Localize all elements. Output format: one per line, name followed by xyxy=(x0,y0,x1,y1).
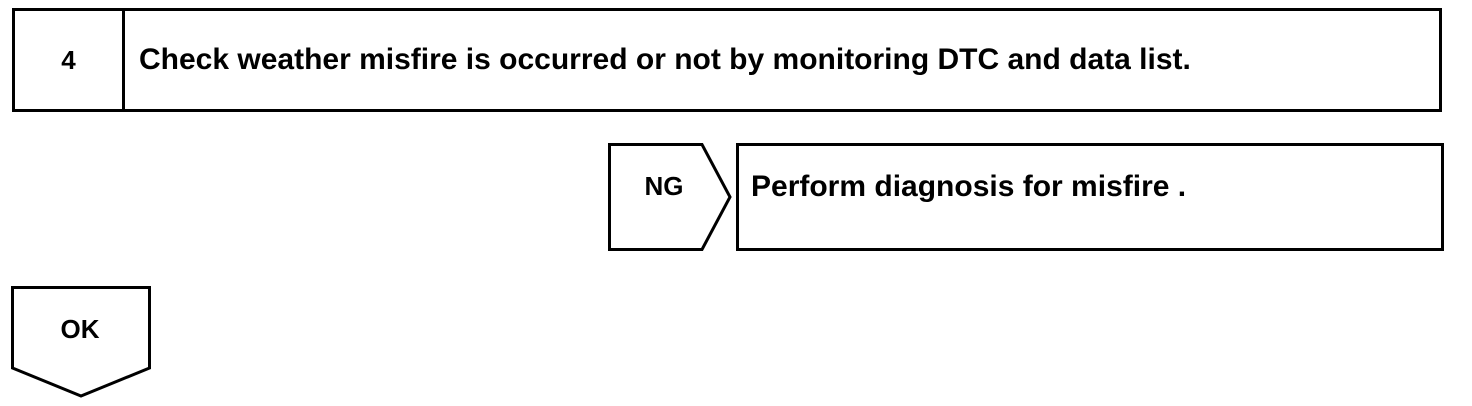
ng-result-text: Perform diagnosis for misfire . xyxy=(751,170,1187,203)
step-box: 4 Check weather misfire is occurred or n… xyxy=(12,8,1442,112)
ok-label: OK xyxy=(60,313,100,344)
step-text: Check weather misfire is occurred or not… xyxy=(139,43,1191,76)
ng-arrow-shape xyxy=(608,143,732,251)
ng-result-box: Perform diagnosis for misfire . xyxy=(736,143,1444,251)
ng-label: NG xyxy=(644,170,684,201)
step-number: 4 xyxy=(15,11,125,109)
ok-arrow-shape xyxy=(11,286,151,398)
